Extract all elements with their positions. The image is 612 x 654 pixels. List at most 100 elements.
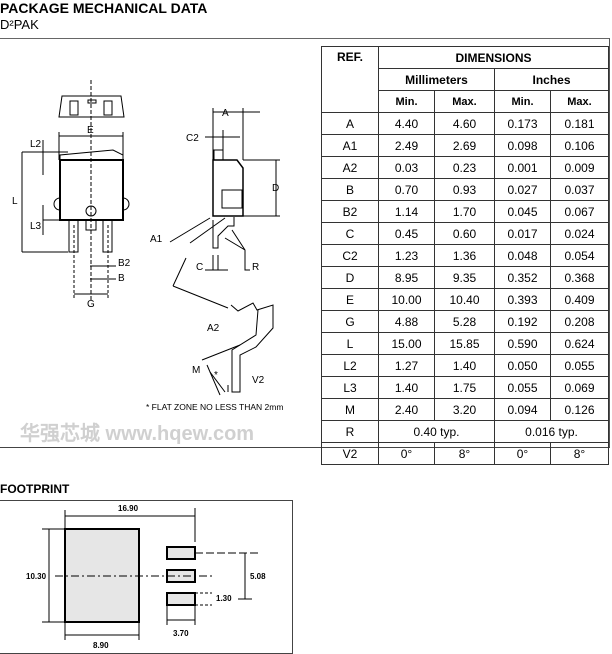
label-L2: L2 (30, 139, 42, 150)
label-C2: C2 (186, 133, 199, 144)
label-C: C (196, 262, 203, 273)
table-cell: 10.40 (434, 288, 495, 311)
package-name: D²PAK (0, 17, 39, 32)
table-cell: 0.93 (434, 178, 495, 201)
table-cell: 1.14 (378, 200, 435, 223)
ref-cell: A2 (321, 156, 379, 179)
ref-cell: L2 (321, 354, 379, 377)
table-cell: 0.009 (550, 156, 609, 179)
table-cell: 0.60 (434, 222, 495, 245)
ref-cell: D (321, 266, 379, 289)
ref-cell: V2 (321, 442, 379, 465)
table-cell: 1.70 (434, 200, 495, 223)
label-R: R (252, 262, 259, 273)
dimensions-header: DIMENSIONS (378, 46, 609, 69)
table-cell: 0.393 (494, 288, 551, 311)
ref-cell: A (321, 112, 379, 135)
table-cell: 0.126 (550, 398, 609, 421)
table-cell: 2.69 (434, 134, 495, 157)
table-cell: 0.027 (494, 178, 551, 201)
table-cell: 0.40 typ. (378, 420, 495, 443)
label-V2: V2 (252, 375, 265, 386)
ref-cell: L3 (321, 376, 379, 399)
table-cell: 0.23 (434, 156, 495, 179)
ref-cell: E (321, 288, 379, 311)
dim-5-08: 5.08 (250, 572, 266, 581)
footprint-drawing (42, 508, 258, 640)
dim-3-70: 3.70 (173, 629, 189, 638)
table-cell: 0.173 (494, 112, 551, 135)
table-cell: 0.192 (494, 310, 551, 333)
label-E: E (87, 125, 94, 136)
dim-16-90: 16.90 (118, 504, 139, 513)
table-cell: 0.03 (378, 156, 435, 179)
table-cell: 0.054 (550, 244, 609, 267)
label-L3: L3 (30, 221, 42, 232)
top-view-outline (58, 95, 125, 118)
table-cell: 4.60 (434, 112, 495, 135)
table-cell: 3.20 (434, 398, 495, 421)
label-L: L (12, 196, 18, 207)
table-cell: 0° (494, 442, 551, 465)
table-cell: 0.094 (494, 398, 551, 421)
ref-cell: C (321, 222, 379, 245)
table-cell: 0.590 (494, 332, 551, 355)
ref-cell: R (321, 420, 379, 443)
table-cell: 4.88 (378, 310, 435, 333)
section-title: PACKAGE MECHANICAL DATA (0, 0, 208, 16)
table-cell: 8° (550, 442, 609, 465)
ref-cell: A1 (321, 134, 379, 157)
millimeters-header: Millimeters (378, 68, 495, 91)
label-A1: A1 (150, 234, 163, 245)
dim-8-90: 8.90 (93, 641, 109, 650)
dimensions-table: REF. DIMENSIONS Millimeters Inches Min. … (321, 46, 609, 465)
table-cell: 0.45 (378, 222, 435, 245)
table-cell: 0.409 (550, 288, 609, 311)
table-cell: 1.27 (378, 354, 435, 377)
label-G: G (87, 299, 95, 310)
table-cell: 0.368 (550, 266, 609, 289)
footprint-title: FOOTPRINT (0, 482, 70, 496)
label-A2: A2 (207, 323, 220, 334)
table-cell: 9.35 (434, 266, 495, 289)
table-cell: 0.624 (550, 332, 609, 355)
table-cell: 0.055 (494, 376, 551, 399)
table-cell: 1.36 (434, 244, 495, 267)
table-cell: 0.055 (550, 354, 609, 377)
label-B: B (118, 273, 125, 284)
watermark: 华强芯城 www.hqew.com (20, 421, 254, 445)
table-cell: 5.28 (434, 310, 495, 333)
table-cell: 1.40 (378, 376, 435, 399)
mm-min-header: Min. (378, 90, 435, 113)
table-cell: 0.037 (550, 178, 609, 201)
table-cell: 15.85 (434, 332, 495, 355)
table-cell: 0.067 (550, 200, 609, 223)
ref-cell: L (321, 332, 379, 355)
table-cell: 1.23 (378, 244, 435, 267)
table-cell: 2.49 (378, 134, 435, 157)
in-max-header: Max. (550, 90, 609, 113)
table-cell: 0.352 (494, 266, 551, 289)
ref-cell: C2 (321, 244, 379, 267)
ref-cell: B2 (321, 200, 379, 223)
ref-cell: M (321, 398, 379, 421)
table-cell: 0.106 (550, 134, 609, 157)
table-cell: 4.40 (378, 112, 435, 135)
ref-header: REF. (321, 46, 379, 113)
table-cell: 0.045 (494, 200, 551, 223)
inches-header: Inches (494, 68, 609, 91)
